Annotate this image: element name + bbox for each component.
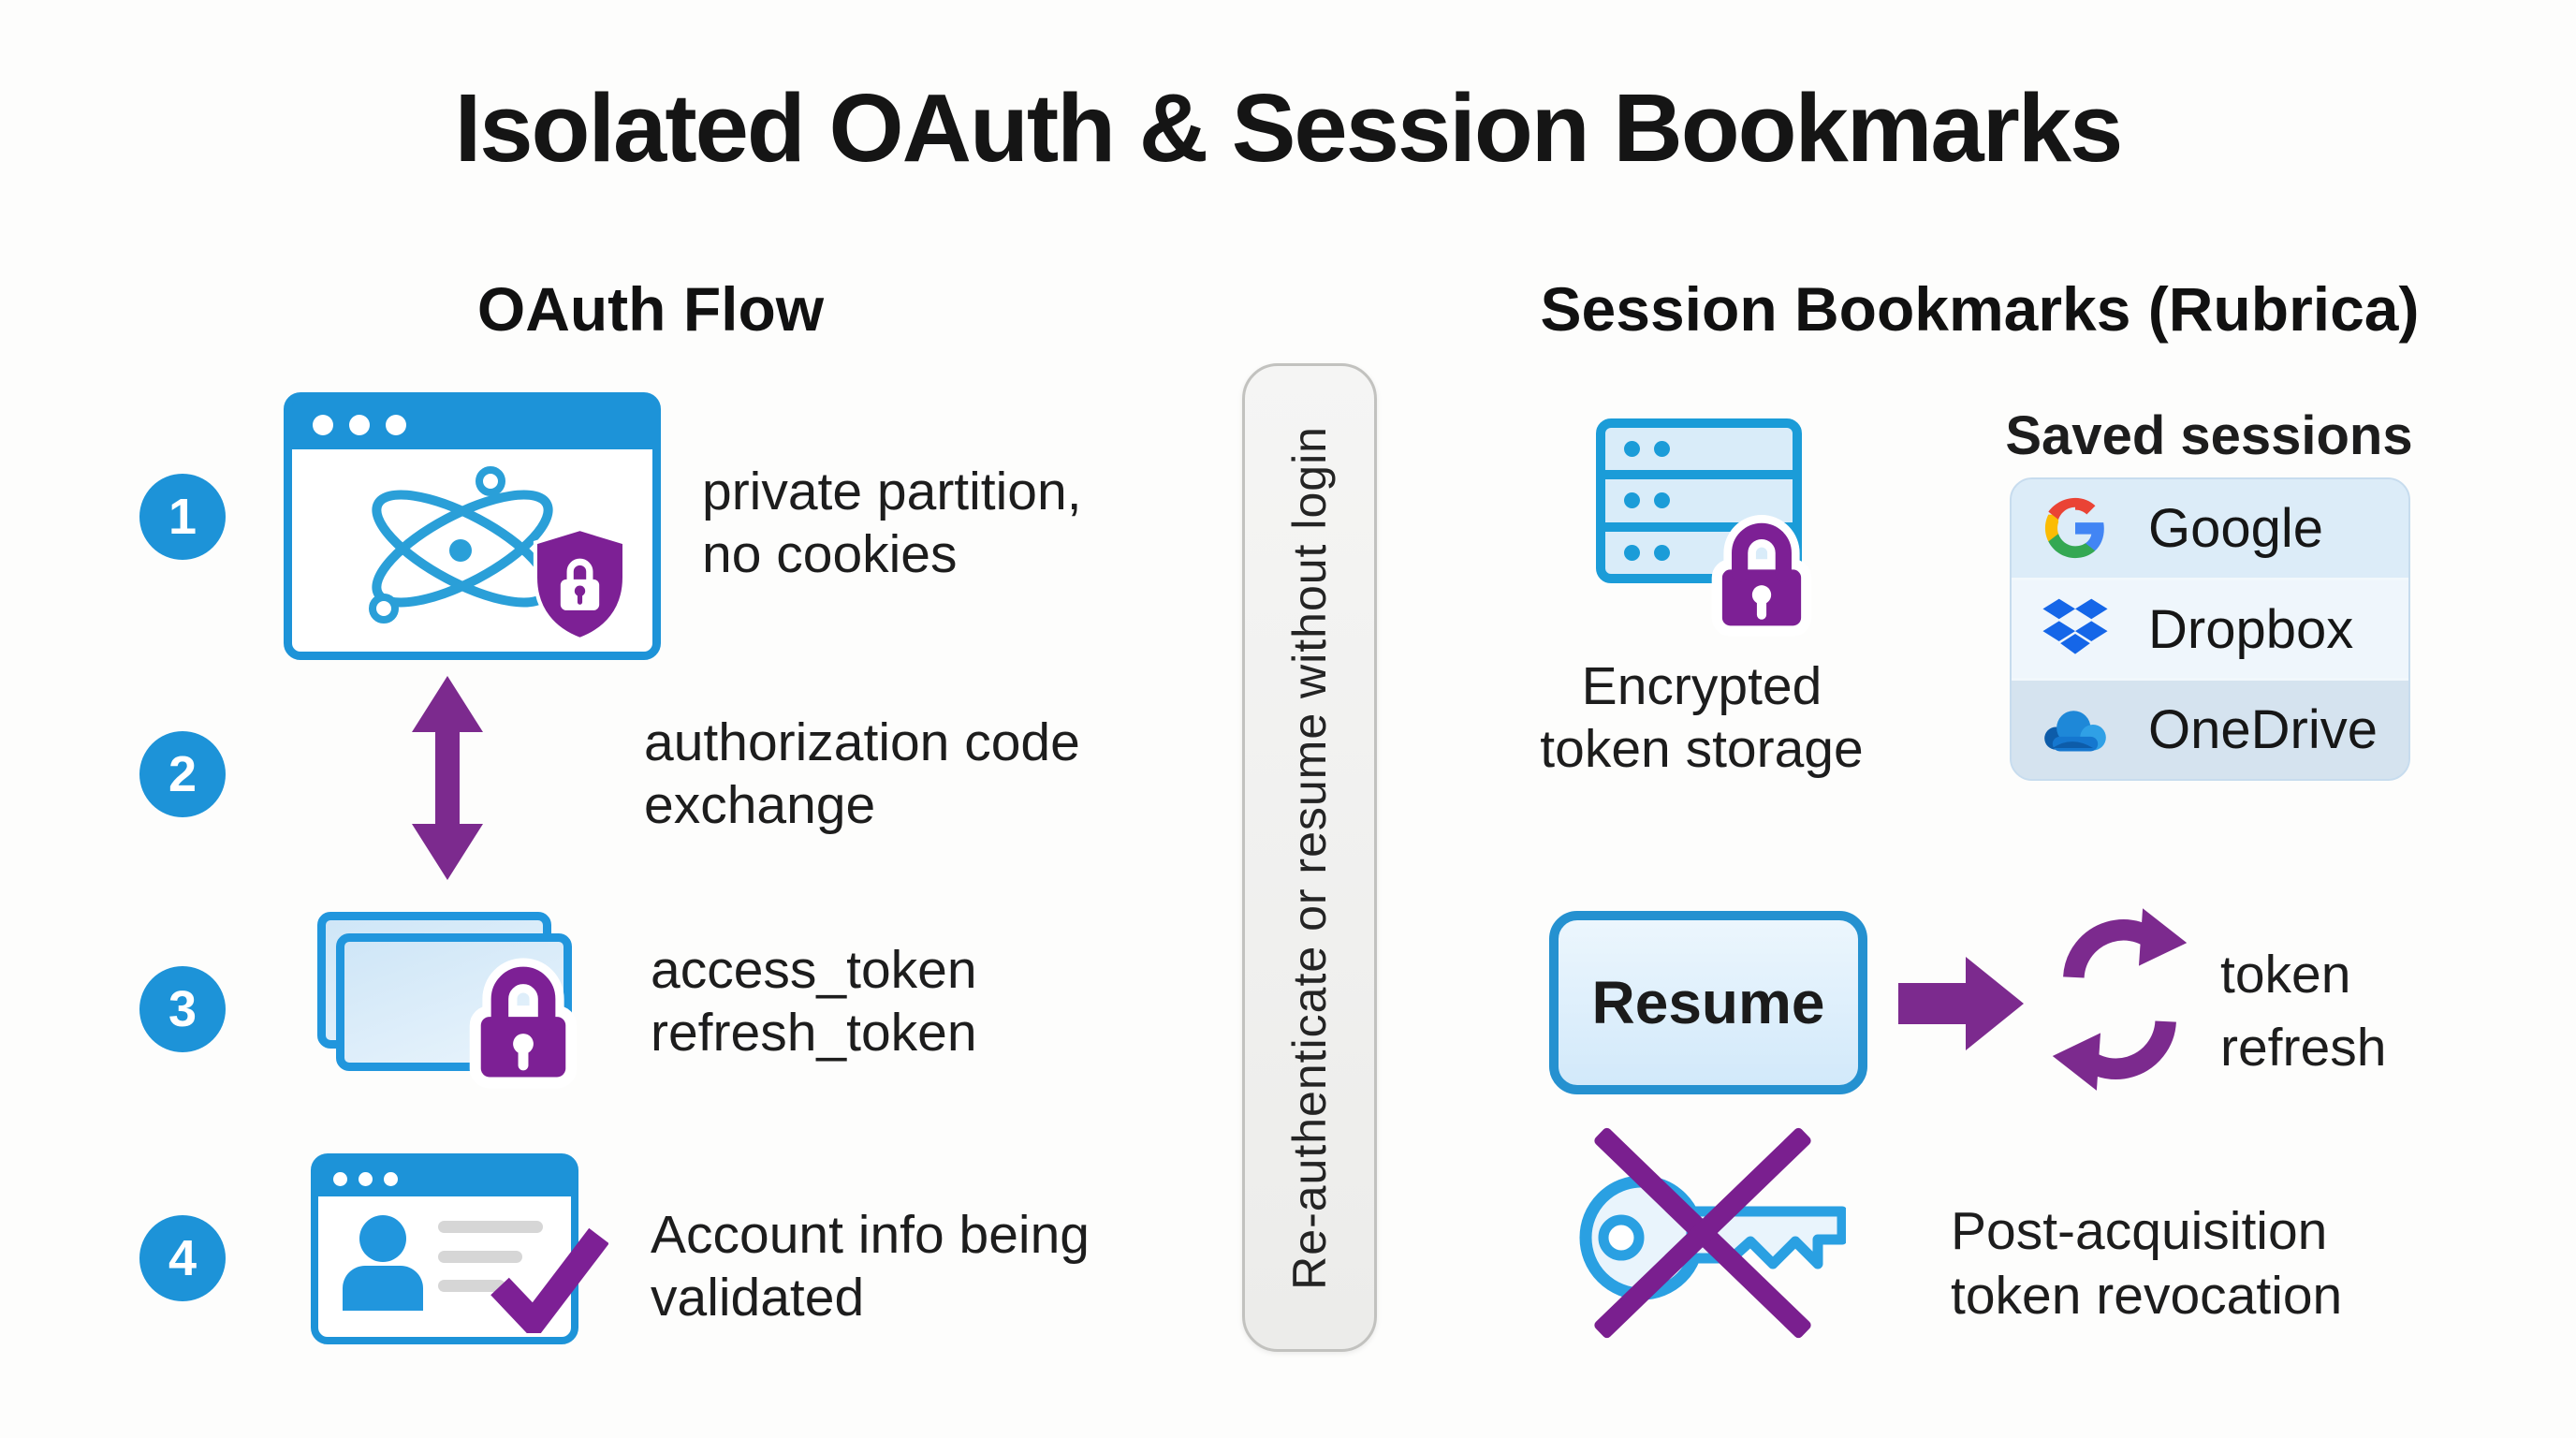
server-led-icon	[1654, 492, 1670, 509]
browser-titlebar	[292, 401, 652, 449]
step-1-caption-line1: private partition,	[702, 462, 1082, 521]
window-dot-icon	[313, 415, 333, 435]
encrypted-storage-caption: Encrypted token storage	[1529, 655, 1875, 781]
dropbox-icon	[2040, 598, 2111, 660]
step-4-caption-line1: Account info being	[651, 1205, 1090, 1265]
step-4-badge: 4	[139, 1215, 226, 1301]
step-3-caption-line2: refresh_token	[651, 1003, 977, 1063]
saved-session-label: Dropbox	[2148, 598, 2354, 660]
session-bookmarks-header: Session Bookmarks (Rubrica)	[1540, 274, 2420, 344]
divider-note: Re-authenticate or resume without login	[1242, 363, 1377, 1352]
cards-lock-icon	[317, 912, 598, 1099]
step-3-caption-line1: access_token	[651, 940, 977, 1000]
oauth-flow-header: OAuth Flow	[476, 274, 825, 344]
window-dot-icon	[384, 1171, 398, 1186]
double-arrow-icon	[412, 676, 483, 880]
step-4-caption: Account info being validated	[651, 1204, 1090, 1329]
onedrive-icon	[2040, 705, 2111, 756]
server-led-icon	[1624, 544, 1640, 561]
checkmark-icon	[490, 1228, 608, 1333]
window-dot-icon	[386, 415, 406, 435]
step-2-caption-line1: authorization code	[644, 712, 1080, 772]
step-3-caption: access_token refresh_token	[651, 939, 977, 1064]
saved-sessions-panel: Google Dropbox	[2010, 477, 2410, 781]
resume-button[interactable]: Resume	[1549, 911, 1867, 1094]
revocation-line1: Post-acquisition	[1951, 1201, 2328, 1261]
saved-sessions-title: Saved sessions	[2005, 405, 2413, 466]
saved-session-label: OneDrive	[2148, 699, 2378, 761]
window-dot-icon	[359, 1171, 373, 1186]
revoked-key-icon	[1549, 1114, 1858, 1348]
step-1-caption: private partition, no cookies	[702, 461, 1082, 586]
window-dot-icon	[349, 415, 370, 435]
server-row	[1605, 521, 1793, 574]
revocation-caption: Post-acquisition token revocation	[1951, 1199, 2342, 1328]
saved-session-row-onedrive[interactable]: OneDrive	[2012, 678, 2408, 779]
step-2-caption-line2: exchange	[644, 775, 876, 835]
step-1-badge: 1	[139, 474, 226, 560]
step-3-badge: 3	[139, 966, 226, 1052]
step-1-caption-line2: no cookies	[702, 524, 958, 584]
step-2-caption: authorization code exchange	[644, 712, 1080, 837]
arrow-right-icon	[1898, 957, 2024, 1050]
saved-session-label: Google	[2148, 497, 2324, 559]
avatar	[359, 1215, 406, 1262]
server-row	[1605, 470, 1793, 521]
token-refresh-line2: refresh	[2220, 1018, 2387, 1078]
server-row	[1605, 428, 1793, 470]
server-led-icon	[1654, 441, 1670, 458]
browser-titlebar	[318, 1161, 571, 1196]
token-refresh-icon	[2052, 908, 2188, 1091]
step-2-badge: 2	[139, 731, 226, 817]
window-dot-icon	[333, 1171, 347, 1186]
google-icon	[2040, 495, 2111, 561]
shield-lock-icon	[533, 527, 627, 641]
padlock-icon	[1711, 515, 1812, 637]
text-line	[438, 1251, 522, 1263]
electron-browser-icon	[284, 392, 661, 660]
revocation-line2: token revocation	[1951, 1266, 2343, 1326]
saved-session-row-google[interactable]: Google	[2012, 479, 2408, 578]
token-refresh-caption: token refresh	[2220, 938, 2386, 1084]
text-line	[438, 1221, 543, 1233]
server-led-icon	[1624, 441, 1640, 458]
encrypted-storage-line2: token storage	[1540, 719, 1864, 779]
encrypted-storage-line1: Encrypted	[1581, 656, 1822, 716]
text-line	[438, 1280, 505, 1292]
token-refresh-line1: token	[2220, 945, 2351, 1005]
server-led-icon	[1624, 492, 1640, 509]
divider-label: Re-authenticate or resume without login	[1283, 425, 1336, 1290]
saved-session-row-dropbox[interactable]: Dropbox	[2012, 577, 2408, 679]
page-title: Isolated OAuth & Session Bookmarks	[454, 74, 2124, 182]
padlock-icon	[469, 958, 578, 1089]
step-4-caption-line2: validated	[651, 1268, 865, 1328]
server-led-icon	[1654, 544, 1670, 561]
avatar-body	[343, 1266, 423, 1311]
